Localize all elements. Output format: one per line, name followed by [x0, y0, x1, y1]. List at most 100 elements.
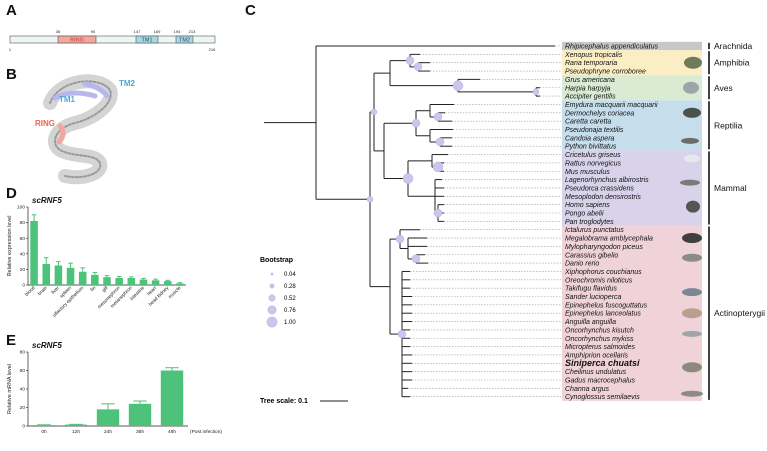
species-label: Oreochromis niloticus: [565, 277, 633, 284]
grouper-icon: [682, 308, 702, 319]
bootstrap-node: [433, 208, 443, 218]
y-axis-label: Relative mRNA level: [7, 364, 13, 414]
bootstrap-node: [433, 112, 443, 122]
bootstrap-legend-title: Bootstrap: [260, 257, 293, 264]
group-band: [562, 225, 702, 401]
y-tick-label: 80: [20, 350, 26, 356]
bootstrap-legend: 0.040.280.520.761.00: [266, 272, 296, 328]
species-label: Emydura macquarii macquarii: [565, 102, 658, 109]
species-label: Epinephelus lanceolatus: [565, 311, 641, 318]
bootstrap-node: [370, 108, 378, 116]
y-tick-label: 0: [22, 424, 25, 430]
group-band: [562, 150, 702, 226]
panel-letter-d: D: [6, 185, 17, 202]
species-label: Lagenorhynchus albirostris: [565, 177, 649, 184]
bootstrap-node: [532, 88, 540, 95]
bootstrap-node: [432, 161, 444, 173]
y-tick-label: 20: [20, 405, 26, 411]
species-label: Gadus macrocephalus: [565, 378, 636, 385]
bootstrap-legend-value: 0.28: [284, 284, 296, 290]
species-label: Oncorhynchus kisutch: [565, 327, 634, 334]
species-label: Xiphophorus couchianus: [564, 269, 642, 276]
position-194: 194: [174, 29, 181, 34]
bootstrap-nodes: [366, 56, 540, 339]
frog-icon: [684, 56, 702, 69]
species-label: Epinephelus fuscoguttatus: [565, 302, 648, 309]
x-tick-label: brain: [37, 285, 49, 297]
species-label: Danio rerio: [565, 261, 599, 268]
group-band: [562, 75, 702, 101]
y-tick-label: 0: [22, 283, 25, 289]
species-label: Pseudophryne corroboree: [565, 69, 646, 76]
species-label: Accipiter gentilis: [564, 94, 616, 101]
panel-letter-c: C: [245, 2, 256, 19]
bar: [96, 409, 120, 426]
y-tick-label: 60: [20, 368, 26, 374]
tree-branches: [264, 45, 561, 398]
bar: [30, 221, 38, 285]
species-label: Anguilla anguilla: [564, 319, 616, 326]
x-tick-label: 24h: [104, 429, 112, 435]
x-tick-label: 48h: [168, 429, 176, 435]
species-label: Homo sapiens: [565, 202, 610, 209]
x-tick-label: 0h: [41, 429, 47, 435]
bootstrap-legend-circle: [269, 283, 275, 289]
x-tick-label: gill: [101, 285, 109, 293]
bar: [139, 279, 148, 285]
species-label: Pseudorca crassidens: [565, 185, 634, 192]
tm1-domain: [135, 35, 159, 44]
bar: [164, 281, 172, 285]
bootstrap-legend-value: 0.04: [284, 272, 296, 278]
y-tick-label: 20: [20, 267, 26, 273]
bar: [78, 271, 87, 285]
species-label: Micropterus salmoides: [565, 344, 636, 351]
x-tick-label: fin: [89, 285, 97, 293]
group-band: [562, 41, 702, 51]
species-label: Grus americana: [565, 77, 615, 84]
chart-title: scRNF5: [32, 341, 62, 350]
turtle-icon: [683, 107, 701, 118]
bar: [160, 370, 184, 426]
tm1-domain-label: TM1: [142, 38, 153, 44]
group-band: [562, 50, 702, 76]
y-tick-label: 40: [20, 251, 26, 257]
bar: [66, 267, 75, 285]
species-label: Carassius gibelio: [565, 252, 618, 259]
catfish-icon: [682, 233, 702, 244]
salmon-icon: [682, 330, 702, 337]
bootstrap-legend-value: 1.00: [284, 320, 296, 326]
tm2-domain: [175, 35, 194, 44]
species-label: Takifugu flavidus: [565, 286, 617, 293]
species-label: Candoia aspera: [565, 135, 615, 142]
group-name: Arachnida: [714, 41, 753, 51]
species-label: Amphiprion ocellaris: [564, 352, 629, 359]
monkey-icon: [686, 200, 700, 213]
bootstrap-node: [366, 196, 374, 203]
bootstrap-legend-circle: [267, 305, 277, 315]
protein-structure-model: TM2 TM1 RING: [35, 74, 136, 185]
position-169: 169: [154, 29, 161, 34]
position-1: 1: [9, 47, 12, 52]
mouse-icon: [684, 154, 700, 163]
bar: [128, 403, 152, 426]
bar: [91, 274, 99, 285]
tm1-structure-label: TM1: [59, 95, 76, 104]
y-axis-label: Relative expression level: [7, 216, 13, 277]
group-name: Mammal: [714, 183, 747, 193]
bar: [151, 280, 160, 285]
bootstrap-node: [452, 80, 464, 91]
species-label: Siniperca chuatsi: [565, 358, 640, 368]
species-label: Caretta caretta: [565, 119, 611, 126]
species-label: Mesoplodon densirostris: [565, 194, 641, 201]
carp-icon: [682, 253, 702, 262]
species-label: Pongo abelii: [565, 211, 604, 218]
x-tick-label: liver: [50, 285, 61, 296]
species-label: Oncorhynchus mykiss: [565, 336, 634, 343]
species-label: Pan troglodytes: [565, 219, 614, 226]
group-name: Amphibia: [714, 58, 750, 68]
group-name: Aves: [714, 83, 733, 93]
protein-backbone: [9, 35, 216, 44]
